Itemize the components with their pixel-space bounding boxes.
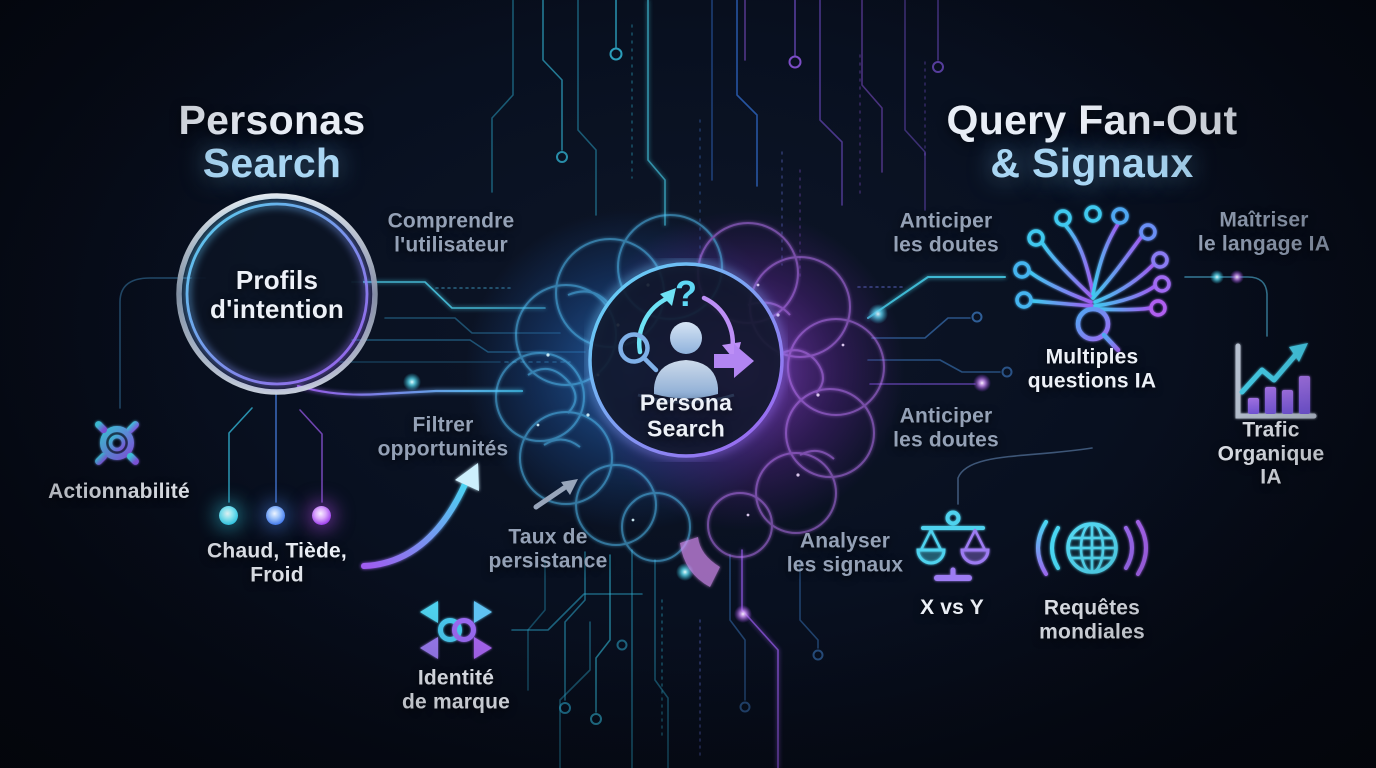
title-line: Query Fan-Out [946, 96, 1238, 143]
label-line: mondiales [1039, 620, 1145, 643]
label-line: Profils [235, 264, 319, 295]
label-line: de marque [402, 690, 510, 713]
label-line: Identité [417, 666, 495, 690]
hub-label: Persona Search [639, 389, 733, 442]
label-line: persistance [488, 549, 608, 572]
label-line: questions IA [1027, 369, 1157, 392]
label-line: Chaud, Tiède, [207, 539, 347, 563]
gear-icon [87, 413, 147, 473]
label-line: Maîtriser [1219, 208, 1309, 232]
growth-arrow-icon [361, 463, 479, 569]
label-line: l'utilisateur [394, 233, 508, 256]
bar-chart-icon [1235, 343, 1317, 419]
temperature-dot-warm [266, 506, 285, 525]
label-understand-user: Comprendre l'utilisateur [388, 209, 515, 256]
label-line: Anticiper [899, 404, 993, 428]
temperature-dot-hot [219, 506, 238, 525]
label-temperature: Chaud, Tiède, Froid [207, 539, 347, 586]
label-actionability: Actionnabilité [48, 480, 190, 504]
label-line: Taux de [508, 525, 588, 549]
label-master-ai-language: Maîtriser le langage IA [1198, 208, 1330, 255]
label-line: Froid [250, 563, 304, 586]
intent-circle-label: Profils d'intention [209, 264, 345, 324]
label-line: les doutes [893, 428, 999, 451]
label-anticipate-doubts-bottom: Anticiper les doutes [893, 404, 999, 451]
label-ai-organic-traffic: Trafic Organique IA [1218, 419, 1325, 490]
label-line: Persona [639, 389, 733, 416]
globe-waves-icon [1036, 520, 1148, 576]
title-query-fanout: Query Fan-Out & Signaux [946, 96, 1238, 186]
label-persistence-rate: Taux de persistance [489, 525, 608, 572]
label-line: Anticiper [899, 209, 993, 233]
query-fanout-icon [1013, 205, 1171, 353]
label-x-vs-y: X vs Y [920, 596, 984, 620]
temperature-dot-cold [312, 506, 331, 525]
label-line: Organique [1217, 442, 1325, 466]
label-analyze-signals: Analyser les signaux [787, 529, 904, 576]
label-line: les signaux [786, 553, 904, 576]
title-personas-search: Personas Search [178, 96, 366, 186]
label-line: Trafic [1242, 418, 1300, 442]
label-line: Analyser [799, 529, 891, 553]
label-line: opportunités [377, 437, 509, 460]
label-line: Actionnabilité [48, 480, 190, 504]
label-line: X vs Y [920, 596, 984, 620]
label-global-queries: Requêtes mondiales [1039, 596, 1145, 643]
label-line: le langage IA [1197, 232, 1331, 255]
title-line: Search [202, 140, 342, 186]
label-line: les doutes [893, 233, 999, 256]
label-line: Multiples [1045, 345, 1139, 369]
question-mark-icon: ? [675, 273, 697, 314]
label-multiple-ai-questions: Multiples questions IA [1028, 345, 1156, 392]
label-filter-opportunities: Filtrer opportunités [378, 413, 509, 460]
label-line: Search [647, 415, 725, 441]
title-line: Personas [178, 96, 366, 143]
label-line: Comprendre [387, 209, 515, 233]
label-line: Filtrer [412, 413, 474, 437]
label-brand-identity: Identité de marque [402, 666, 510, 713]
label-anticipate-doubts-top: Anticiper les doutes [893, 209, 999, 256]
label-line: d'intention [209, 294, 345, 324]
brand-swap-icon [420, 601, 492, 659]
trend-arrow-icon [533, 479, 578, 510]
balance-scale-icon [916, 510, 990, 581]
label-line: IA [1260, 465, 1282, 489]
label-line: Requêtes [1043, 596, 1141, 620]
title-line: & Signaux [990, 140, 1194, 186]
